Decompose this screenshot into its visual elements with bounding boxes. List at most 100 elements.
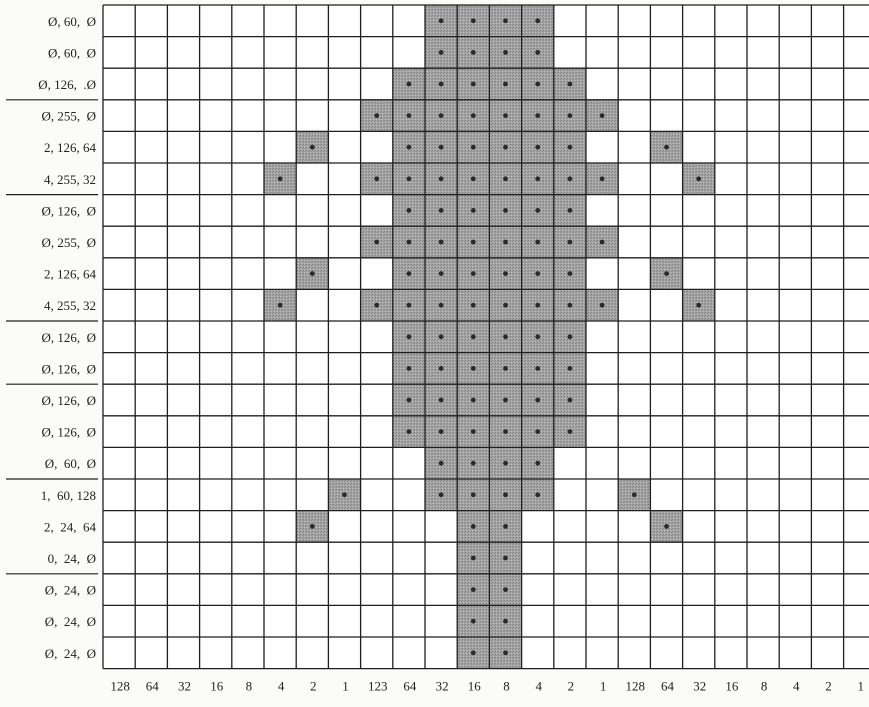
cell-dot (503, 398, 508, 403)
empty-cell (747, 37, 779, 69)
empty-cell (361, 511, 393, 543)
empty-cell (393, 605, 425, 637)
cell-dot (696, 176, 701, 181)
empty-cell (586, 131, 618, 163)
empty-cell (103, 258, 135, 290)
empty-cell (296, 68, 328, 100)
cell-dot (503, 587, 508, 592)
empty-cell (586, 479, 618, 511)
empty-cell (683, 384, 715, 416)
empty-cell (747, 574, 779, 606)
empty-cell (200, 195, 232, 227)
empty-cell (167, 637, 199, 669)
empty-cell (135, 100, 167, 132)
cell-dot (535, 303, 540, 308)
column-label: 32 (436, 679, 449, 694)
cell-dot (503, 145, 508, 150)
empty-cell (103, 605, 135, 637)
empty-cell (586, 258, 618, 290)
empty-cell (683, 416, 715, 448)
cell-dot (568, 113, 573, 118)
empty-cell (135, 605, 167, 637)
cell-dot (439, 240, 444, 245)
empty-cell (586, 37, 618, 69)
empty-cell (811, 68, 843, 100)
cell-dot (471, 145, 476, 150)
empty-cell (683, 226, 715, 258)
empty-cell (328, 195, 360, 227)
empty-cell (167, 68, 199, 100)
empty-cell (650, 5, 682, 37)
empty-cell (650, 321, 682, 353)
empty-cell (811, 37, 843, 69)
empty-cell (232, 131, 264, 163)
cell-dot (600, 303, 605, 308)
cell-dot (407, 366, 412, 371)
cell-dot (503, 619, 508, 624)
empty-cell (844, 447, 869, 479)
empty-cell (200, 479, 232, 511)
cell-dot (439, 176, 444, 181)
empty-cell (425, 605, 457, 637)
cell-dot (535, 82, 540, 87)
empty-cell (618, 574, 650, 606)
row-label: Ø, 126, .Ø (38, 77, 96, 92)
row-labels: Ø, 60, ØØ, 60, ØØ, 126, .ØØ, 255, Ø2, 12… (38, 14, 96, 661)
cell-dot (439, 82, 444, 87)
empty-cell (328, 131, 360, 163)
empty-cell (586, 195, 618, 227)
cell-dot (568, 334, 573, 339)
cell-dot (439, 50, 444, 55)
cell-dot (503, 650, 508, 655)
empty-cell (683, 321, 715, 353)
empty-cell (747, 511, 779, 543)
empty-cell (683, 131, 715, 163)
empty-cell (103, 416, 135, 448)
cell-dot (310, 145, 315, 150)
empty-cell (200, 384, 232, 416)
row-label: Ø, 60, Ø (48, 14, 96, 29)
empty-cell (135, 416, 167, 448)
empty-cell (779, 195, 811, 227)
empty-cell (844, 68, 869, 100)
empty-cell (747, 5, 779, 37)
empty-cell (779, 68, 811, 100)
empty-cell (167, 416, 199, 448)
empty-cell (264, 353, 296, 385)
empty-cell (554, 479, 586, 511)
empty-cell (683, 195, 715, 227)
empty-cell (264, 511, 296, 543)
empty-cell (683, 447, 715, 479)
empty-cell (232, 637, 264, 669)
empty-cell (779, 163, 811, 195)
empty-cell (328, 637, 360, 669)
empty-cell (264, 226, 296, 258)
cell-dot (535, 492, 540, 497)
empty-cell (232, 384, 264, 416)
empty-cell (618, 289, 650, 321)
cell-dot (439, 145, 444, 150)
empty-cell (618, 542, 650, 574)
empty-cell (103, 68, 135, 100)
cell-dot (535, 18, 540, 23)
row-label: 1, 60, 128 (41, 488, 96, 503)
empty-cell (264, 258, 296, 290)
cell-dot (471, 461, 476, 466)
empty-cell (747, 384, 779, 416)
column-label: 32 (178, 679, 191, 694)
empty-cell (554, 447, 586, 479)
empty-cell (650, 163, 682, 195)
cell-dot (471, 303, 476, 308)
cell-dot (664, 145, 669, 150)
empty-cell (715, 447, 747, 479)
cell-dot (471, 208, 476, 213)
empty-cell (779, 447, 811, 479)
cell-dot (503, 492, 508, 497)
empty-cell (618, 5, 650, 37)
cell-dot (471, 176, 476, 181)
empty-cell (361, 542, 393, 574)
empty-cell (811, 416, 843, 448)
row-label: 4, 255, 32 (44, 298, 96, 313)
empty-cell (618, 100, 650, 132)
empty-cell (747, 258, 779, 290)
